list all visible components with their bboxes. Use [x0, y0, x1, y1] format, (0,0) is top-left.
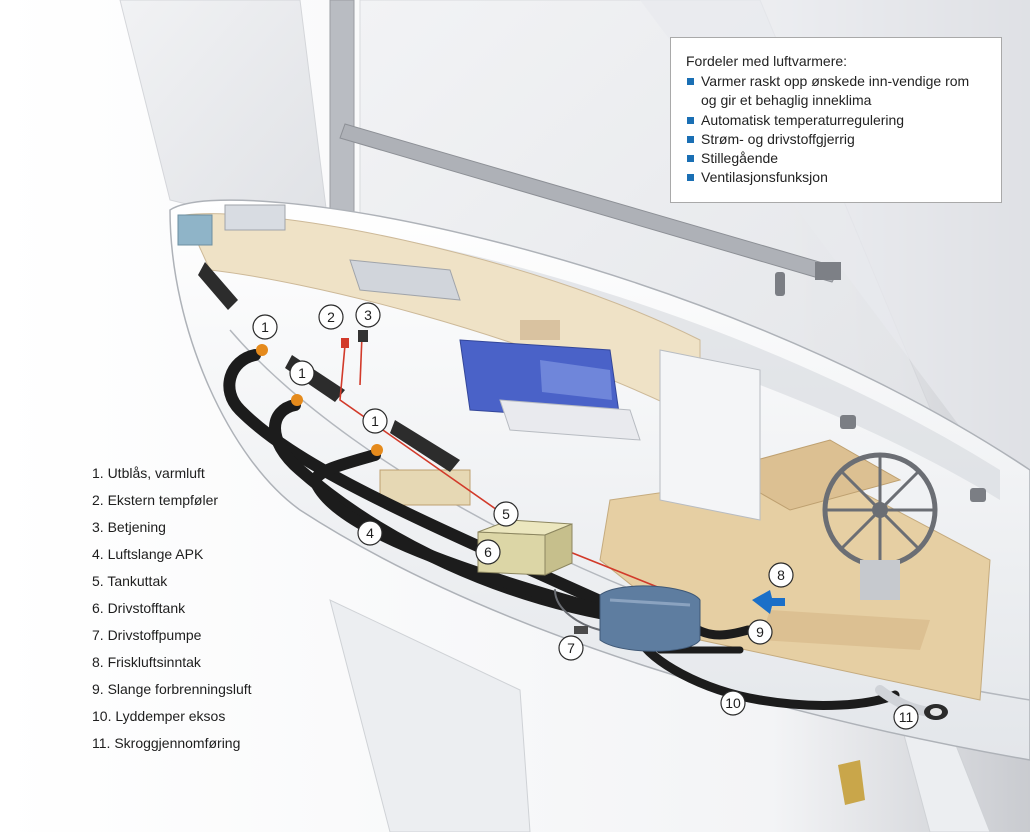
svg-text:11: 11 [899, 709, 914, 725]
benefits-title: Fordeler med luftvarmere: [686, 52, 987, 71]
callout-11: 11 [894, 705, 918, 729]
svg-text:1: 1 [371, 413, 379, 429]
svg-text:8: 8 [777, 567, 785, 583]
hull-fitting [924, 704, 948, 720]
callout-3: 3 [356, 303, 380, 327]
callout-2: 2 [319, 305, 343, 329]
callout-1c: 1 [363, 409, 387, 433]
legend-item: 5. Tankuttak [92, 568, 252, 595]
callout-10: 10 [721, 691, 745, 715]
legend-item: 1. Utblås, varmluft [92, 460, 252, 487]
legend-item: 3. Betjening [92, 514, 252, 541]
legend-item: 10. Lyddemper eksos [92, 703, 252, 730]
benefit-item: Stillegående [686, 149, 987, 168]
benefits-box: Fordeler med luftvarmere: Varmer raskt o… [670, 37, 1002, 203]
callout-1b: 1 [290, 361, 314, 385]
benefit-item: Automatisk temperaturregulering [686, 111, 987, 130]
svg-text:3: 3 [364, 307, 372, 323]
benefit-item: Ventilasjonsfunksjon [686, 168, 987, 187]
fuel-pump [574, 626, 588, 634]
legend-item: 6. Drivstofftank [92, 595, 252, 622]
svg-text:6: 6 [484, 544, 492, 560]
air-heater-unit [600, 586, 700, 651]
benefits-list: Varmer raskt opp ønskede inn-vendige rom… [686, 72, 987, 187]
benefit-item: Varmer raskt opp ønskede inn-vendige rom… [686, 72, 987, 110]
callout-5: 5 [494, 502, 518, 526]
callout-7: 7 [559, 636, 583, 660]
callout-9: 9 [748, 620, 772, 644]
legend-item: 2. Ekstern tempføler [92, 487, 252, 514]
callout-1a: 1 [253, 315, 277, 339]
svg-text:5: 5 [502, 506, 510, 522]
parts-legend: 1. Utblås, varmluft 2. Ekstern tempføler… [92, 460, 252, 757]
svg-text:9: 9 [756, 624, 764, 640]
callout-4: 4 [358, 521, 382, 545]
legend-item: 4. Luftslange APK [92, 541, 252, 568]
legend-item: 8. Friskluftsinntak [92, 649, 252, 676]
legend-item: 7. Drivstoffpumpe [92, 622, 252, 649]
svg-text:10: 10 [725, 695, 741, 711]
legend-item: 11. Skroggjennomføring [92, 730, 252, 757]
svg-text:2: 2 [327, 309, 335, 325]
benefit-item: Strøm- og drivstoffgjerrig [686, 130, 987, 149]
svg-text:1: 1 [261, 319, 269, 335]
callout-6: 6 [476, 540, 500, 564]
legend-item: 9. Slange forbrenningsluft [92, 676, 252, 703]
callout-8: 8 [769, 563, 793, 587]
svg-text:7: 7 [567, 640, 575, 656]
svg-text:1: 1 [298, 365, 306, 381]
svg-text:4: 4 [366, 525, 374, 541]
